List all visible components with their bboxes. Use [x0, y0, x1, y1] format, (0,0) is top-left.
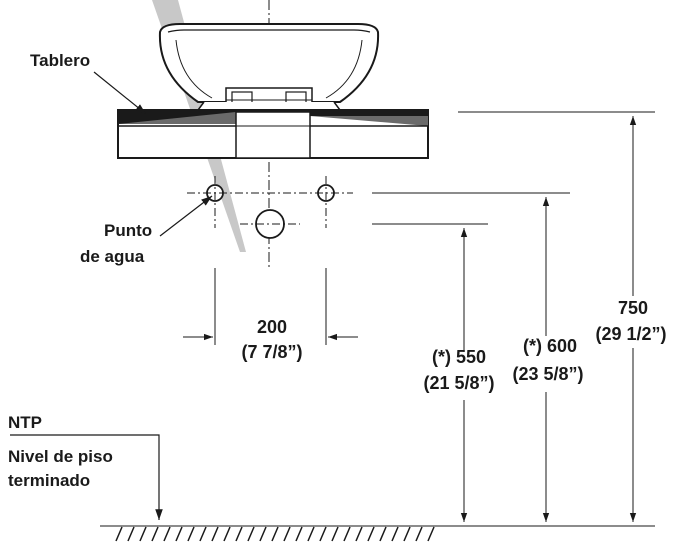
hatch-mark: [343, 526, 351, 542]
hatch-mark: [415, 526, 423, 542]
drain-height-mm-label: (*) 550: [432, 347, 486, 367]
outlet-center-lines: [187, 176, 353, 228]
vessel-basin: [158, 23, 380, 111]
extension-lines: [100, 111, 655, 527]
hatch-mark: [367, 526, 375, 542]
hatch-mark: [379, 526, 387, 542]
hatch-mark: [331, 526, 339, 542]
hatch-mark: [151, 526, 159, 542]
tablero-label: Tablero: [30, 51, 90, 70]
hatch-mark: [127, 526, 135, 542]
hatch-mark: [223, 526, 231, 542]
punto-label-line2: de agua: [80, 247, 145, 266]
punto-label-line1: Punto: [104, 221, 152, 240]
hatch-mark: [403, 526, 411, 542]
hatch-mark: [211, 526, 219, 542]
hatch-mark: [259, 526, 267, 542]
hatch-mark: [391, 526, 399, 542]
spacing-in-label: (7 7/8”): [241, 342, 302, 362]
hatch-mark: [283, 526, 291, 542]
hatch-mark: [187, 526, 195, 542]
hatch-mark: [199, 526, 207, 542]
supply-height-in-label: (23 5/8”): [512, 364, 583, 384]
vertical-dimensions: [460, 116, 637, 522]
hatch-mark: [295, 526, 303, 542]
counter-height-in-label: (29 1/2”): [595, 324, 666, 344]
hatch-mark: [247, 526, 255, 542]
hatch-mark: [175, 526, 183, 542]
countertop: [117, 109, 429, 159]
hatch-mark: [319, 526, 327, 542]
hatch-mark: [115, 526, 123, 542]
drain-height-in-label: (21 5/8”): [423, 373, 494, 393]
punto-leader: [159, 195, 213, 237]
ntp-leader: [10, 434, 163, 520]
hatch-mark: [355, 526, 363, 542]
hatch-mark: [163, 526, 171, 542]
spacing-dimension: [183, 268, 358, 345]
hatch-mark: [307, 526, 315, 542]
tablero-leader: [93, 71, 147, 115]
floor-hatching: [115, 526, 435, 542]
supply-height-mm-label: (*) 600: [523, 336, 577, 356]
hatch-mark: [427, 526, 435, 542]
nivel-label-line1: Nivel de piso: [8, 447, 113, 466]
hatch-mark: [235, 526, 243, 542]
leader-lines: [10, 71, 213, 520]
spacing-mm-label: 200: [257, 317, 287, 337]
hatch-mark: [139, 526, 147, 542]
hatch-mark: [271, 526, 279, 542]
counter-height-mm-label: 750: [618, 298, 648, 318]
ntp-label: NTP: [8, 413, 42, 432]
nivel-label-line2: terminado: [8, 471, 90, 490]
